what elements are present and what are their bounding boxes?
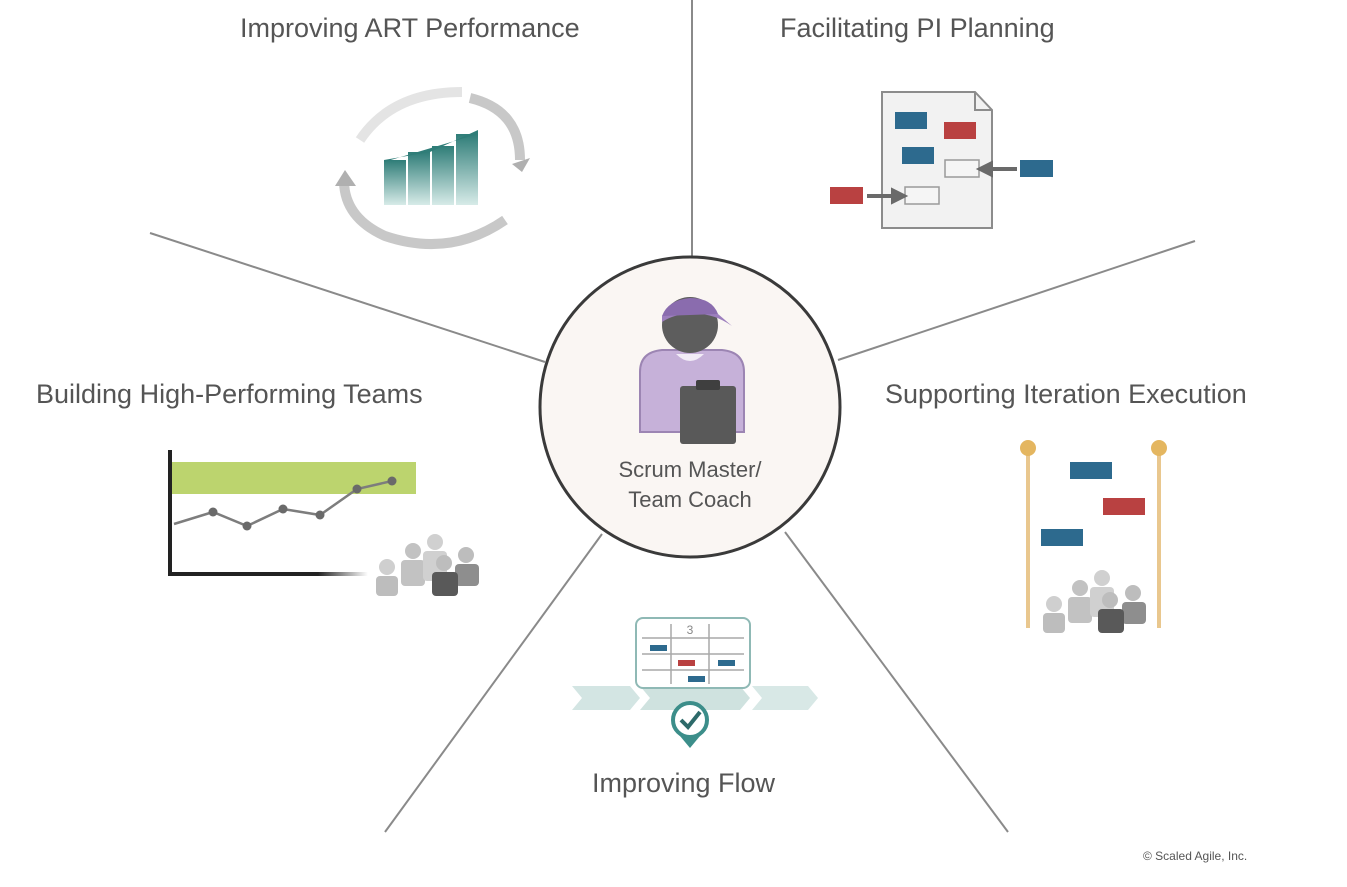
- team-group-icon: [376, 534, 479, 596]
- planning-board-icon: [830, 91, 1053, 229]
- role-line-1: Scrum Master/: [618, 457, 762, 482]
- spoke-line-lower-right: [784, 531, 1009, 833]
- team-performance-chart-icon: [168, 450, 479, 596]
- center-role-label: Scrum Master/ Team Coach: [590, 455, 790, 515]
- spoke-label-iteration: Supporting Iteration Execution: [885, 379, 1247, 409]
- flow-board-icon: 3: [572, 617, 818, 748]
- center-hub: [538, 255, 842, 559]
- role-line-2: Team Coach: [628, 487, 752, 512]
- copyright-notice: © Scaled Agile, Inc.: [1143, 849, 1248, 863]
- scrum-master-icon: [639, 297, 745, 444]
- check-badge-icon: [671, 701, 709, 748]
- spoke-label-pi: Facilitating PI Planning: [780, 13, 1055, 43]
- spoke-line-upper-left: [149, 232, 546, 363]
- spoke-line-lower-left: [384, 533, 603, 833]
- flow-board-number: 3: [687, 623, 694, 637]
- iteration-timeline-icon: [1020, 440, 1167, 633]
- spoke-label-flow: Improving Flow: [592, 768, 776, 798]
- cycle-bar-chart-icon: [335, 87, 530, 249]
- spoke-label-art: Improving ART Performance: [240, 13, 580, 43]
- spoke-line-upper-right: [837, 240, 1196, 361]
- spoke-lines: [149, 0, 1196, 833]
- spoke-label-teams: Building High-Performing Teams: [36, 379, 423, 409]
- iteration-team-group-icon: [1043, 570, 1146, 633]
